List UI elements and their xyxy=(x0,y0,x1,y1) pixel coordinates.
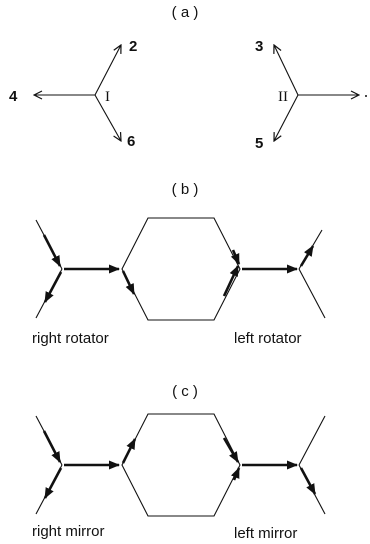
panel-c: ( c ) right mirror left mirror xyxy=(32,383,326,542)
arrow-hex-right-up-b xyxy=(222,265,240,297)
edge-label-2: 2 xyxy=(129,38,137,55)
hexagon-c xyxy=(121,413,241,517)
caption-right-mirror: right mirror xyxy=(32,523,105,540)
caption-right-rotator: right rotator xyxy=(32,330,109,347)
panel-a: ( a ) I 4 2 6 II 3 5 xyxy=(9,4,367,152)
hexagon-b xyxy=(121,217,241,321)
panel-b-label: ( b ) xyxy=(172,181,199,198)
edge-arrow-2 xyxy=(94,45,121,96)
arrow-in-upper-left-b xyxy=(42,234,62,267)
edge-label-4: 4 xyxy=(9,88,18,105)
arrow-out-lower-left-b xyxy=(43,271,63,303)
edge-marker-dot xyxy=(365,95,367,97)
arrow-hex-right-up-c xyxy=(231,467,241,481)
arrow-hex-right-in-c xyxy=(222,437,240,463)
arrow-in-upper-left-c xyxy=(42,430,62,463)
edge-label-6: 6 xyxy=(127,133,135,150)
vertex-i-edges xyxy=(34,45,121,141)
edge-label-5: 5 xyxy=(255,135,263,152)
edge-arrow-6 xyxy=(94,94,121,141)
edge-arrow-5 xyxy=(274,94,299,141)
caption-left-mirror: left mirror xyxy=(234,525,297,542)
panel-c-label: ( c ) xyxy=(172,383,198,400)
edge-label-3: 3 xyxy=(255,38,263,55)
arrow-hex-left-up-c xyxy=(121,438,137,464)
panel-b: ( b ) right rotator left rotator xyxy=(32,181,326,347)
vertex-ii-edges xyxy=(274,45,359,141)
arrow-hex-right-in-b xyxy=(230,249,241,265)
arrow-out-lower-left-c xyxy=(43,467,63,499)
branch-lower-right-b xyxy=(298,268,326,319)
panel-a-label: ( a ) xyxy=(172,4,199,21)
edge-arrow-3 xyxy=(274,45,299,96)
arrow-out-lower-right-c xyxy=(299,467,317,495)
arrow-hex-left-down-b xyxy=(121,270,136,295)
branch-upper-right-c xyxy=(298,415,326,466)
caption-left-rotator: left rotator xyxy=(234,330,302,347)
vertex-i-label: I xyxy=(105,89,110,105)
vertex-ii-label: II xyxy=(278,89,288,105)
arrow-out-upper-right-b xyxy=(299,245,315,267)
